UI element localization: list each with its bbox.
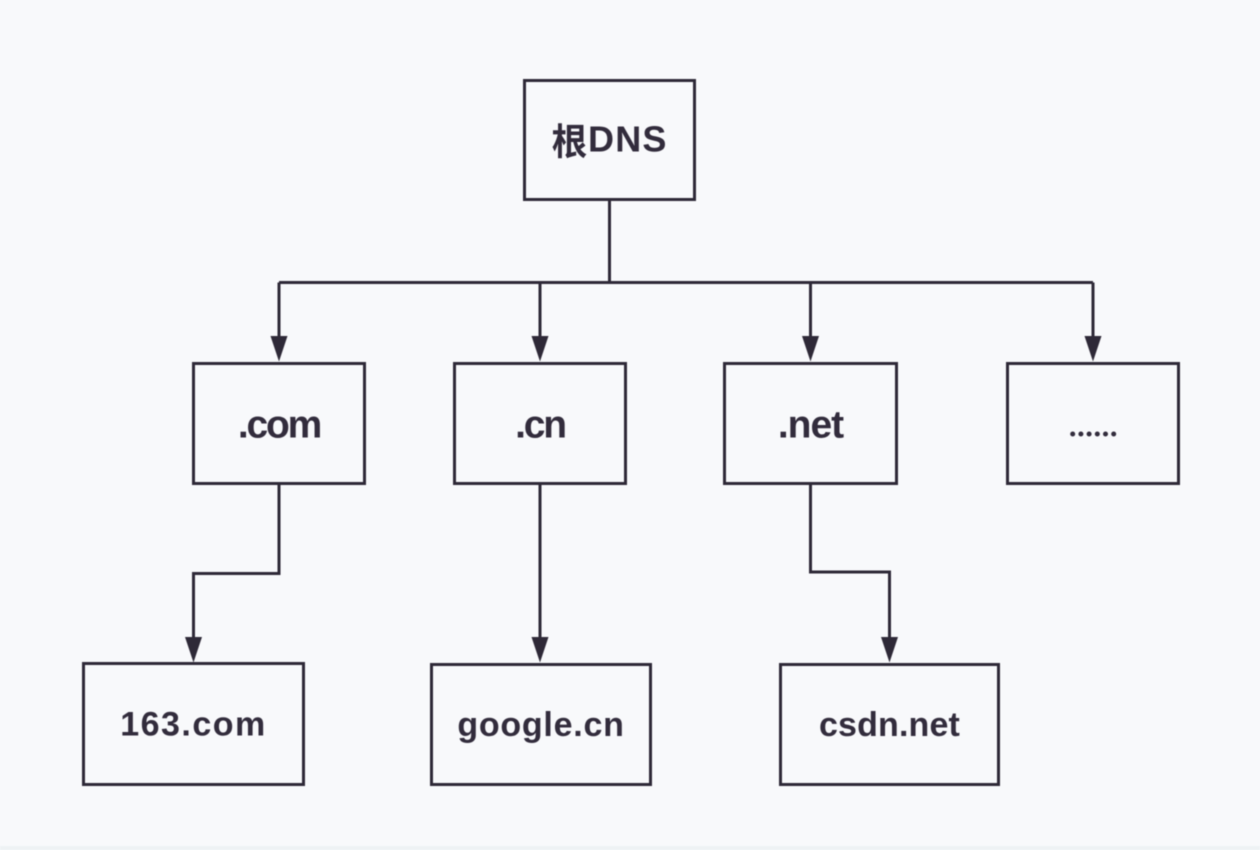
svg-text:.com: .com [238, 403, 321, 446]
svg-text:DNS: DNS [588, 119, 668, 160]
svg-text:.cn: .cn [515, 403, 565, 446]
svg-text:google.cn: google.cn [457, 706, 624, 744]
svg-text:csdn.net: csdn.net [819, 706, 960, 744]
svg-text:.net: .net [778, 403, 844, 446]
svg-text:163.com: 163.com [120, 706, 267, 744]
